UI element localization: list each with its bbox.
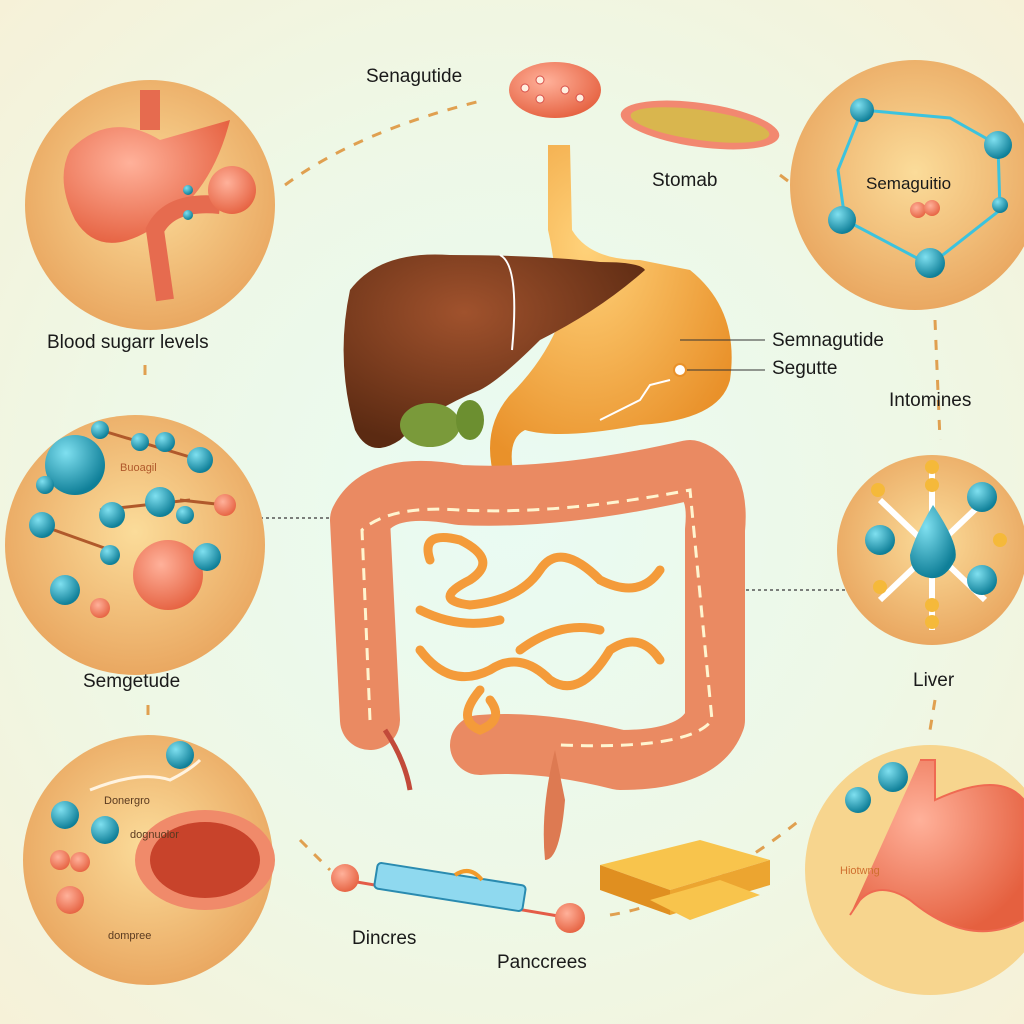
label-left-2: Semgetude — [83, 671, 181, 692]
label-right-circle-1: Semaguitio — [866, 174, 952, 193]
circle-text-left-bottom-3: dompree — [108, 930, 152, 942]
label-pancreas: Panccrees — [497, 952, 587, 973]
label-stomach-top: Stomab — [652, 170, 718, 191]
syringe-icon — [331, 862, 585, 933]
circle-text-left-bottom-2: dognuolor — [130, 829, 179, 841]
label-callout-2: Segutte — [772, 358, 838, 379]
label-callout-1: Semnagutide — [772, 330, 884, 351]
pancreas-cell — [509, 62, 601, 118]
label-liver: Liver — [913, 670, 955, 691]
circle-liver-pancreas — [25, 80, 275, 330]
circle-molecules — [5, 415, 265, 675]
label-bottom-1: Dincres — [352, 928, 417, 949]
circle-stomach — [805, 745, 1024, 995]
circle-kidney — [23, 735, 275, 985]
circle-text-left-mid: Buoagil — [120, 462, 157, 474]
tablets-icon — [600, 840, 770, 920]
connector-lines — [143, 98, 942, 917]
circle-text-left-bottom-1: Donergro — [104, 795, 150, 807]
circle-text-right-bottom: Hiotwng — [840, 865, 880, 877]
label-top-center: Senagutide — [366, 66, 463, 87]
central-organs — [330, 145, 765, 860]
label-blood-sugar: Blood sugarr levels — [47, 332, 209, 353]
circle-droplet — [837, 455, 1024, 645]
label-intestines: Intomines — [889, 390, 972, 411]
circle-molecule-ring — [790, 60, 1024, 310]
